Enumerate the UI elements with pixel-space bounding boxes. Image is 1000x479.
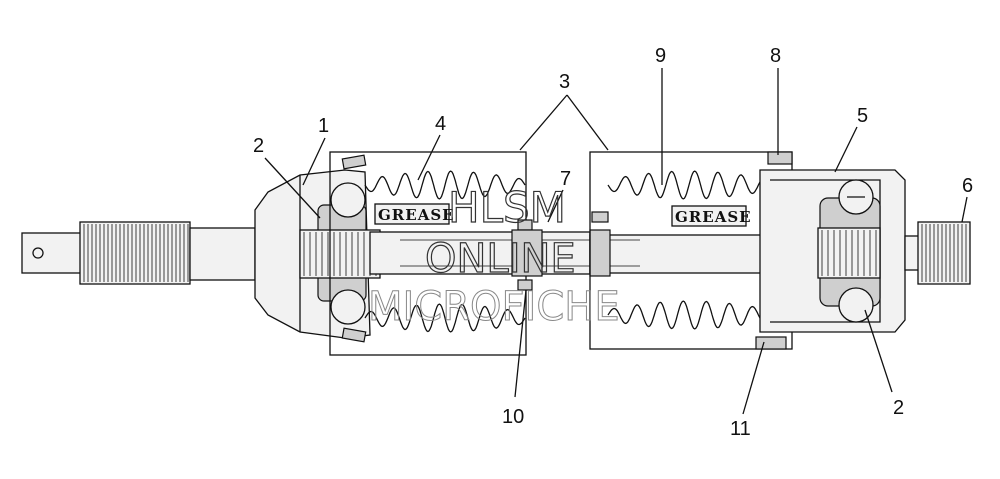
right-boot-assembly: GREASE — [589, 151, 793, 350]
callout-4: 4 — [435, 113, 446, 135]
callout-9: 9 — [655, 45, 666, 67]
left-boot-assembly: GREASE — [329, 151, 533, 356]
callout-5: 5 — [857, 105, 868, 127]
callout-7: 7 — [560, 168, 571, 190]
watermark-line-1: HLSM — [448, 183, 566, 232]
callout-11: 11 — [730, 418, 751, 440]
grease-label-right: GREASE — [675, 208, 752, 226]
watermark-line-2: ONLINE — [425, 236, 576, 282]
callout-2-left: 2 — [253, 135, 264, 157]
grease-label-left: GREASE — [378, 206, 455, 224]
callout-2-right: 2 — [893, 397, 904, 419]
callout-1: 1 — [318, 115, 329, 137]
callout-numbers: 1 2 3 4 5 6 7 8 9 10 11 2 — [253, 45, 973, 440]
callout-10: 10 — [502, 406, 524, 428]
callout-6: 6 — [962, 175, 973, 197]
left-outer-joint-housing — [254, 169, 381, 339]
center-shaft — [369, 229, 766, 277]
watermark-line-3: MICROFICHE — [368, 284, 620, 330]
left-stub-shaft — [21, 221, 256, 285]
right-inner-joint-housing — [759, 169, 906, 333]
watermark: HLSM ONLINE MICROFICHE — [368, 182, 621, 330]
right-stub-shaft — [904, 221, 971, 285]
callout-8: 8 — [770, 45, 781, 67]
leader-lines — [264, 68, 968, 415]
callout-3: 3 — [559, 71, 570, 93]
